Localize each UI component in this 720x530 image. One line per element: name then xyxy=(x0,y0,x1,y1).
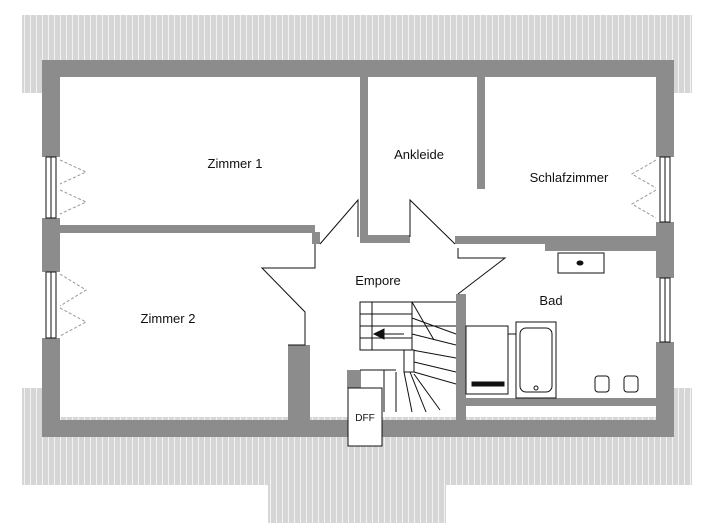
wall-right-2 xyxy=(656,222,674,278)
wall-stair-pillar xyxy=(347,370,361,388)
bathtub xyxy=(515,321,557,399)
empore-outline xyxy=(260,198,507,346)
label-zimmer-1: Zimmer 1 xyxy=(208,156,263,171)
wall-bad-top-fixture xyxy=(545,236,656,251)
label-zimmer-2: Zimmer 2 xyxy=(141,311,196,326)
wall-outer-top xyxy=(42,60,674,77)
wall-empore-left xyxy=(288,345,310,420)
wall-right-3 xyxy=(656,342,674,420)
label-ankleide: Ankleide xyxy=(394,147,444,162)
wall-bad-bottom xyxy=(466,398,656,406)
wall-zimmer-divider xyxy=(60,225,315,233)
label-empore: Empore xyxy=(355,273,401,288)
wall-right-1 xyxy=(656,77,674,157)
stair-newel xyxy=(403,349,415,373)
label-bad: Bad xyxy=(539,293,562,308)
toilet-1 xyxy=(594,375,610,393)
staircase xyxy=(359,301,457,413)
dff-box xyxy=(347,387,383,447)
wall-ankleide-right xyxy=(477,77,485,189)
label-schlafzimmer: Schlafzimmer xyxy=(530,170,609,185)
toilet-2 xyxy=(623,375,639,393)
label-dff: DFF xyxy=(355,413,374,424)
window-swings xyxy=(59,159,657,337)
boiler-bar xyxy=(471,381,505,387)
wall-left-2 xyxy=(42,218,60,272)
basin-drain-icon xyxy=(576,260,584,266)
bathroom-fixtures xyxy=(465,252,639,399)
bathtub-inner xyxy=(519,327,553,393)
roof-dormer-bottom xyxy=(268,485,446,523)
windows xyxy=(45,156,671,343)
room-labels: Zimmer 1 Zimmer 2 Ankleide Schlafzimmer … xyxy=(141,147,609,424)
wall-ankleide-left xyxy=(360,77,368,239)
wall-left-1 xyxy=(42,77,60,157)
wall-left-3 xyxy=(42,338,60,420)
wall-ankleide-bottom xyxy=(360,235,410,243)
wall-bad-left xyxy=(456,294,466,420)
wall-chimney xyxy=(312,232,320,244)
bathtub-drain-icon xyxy=(533,385,539,391)
